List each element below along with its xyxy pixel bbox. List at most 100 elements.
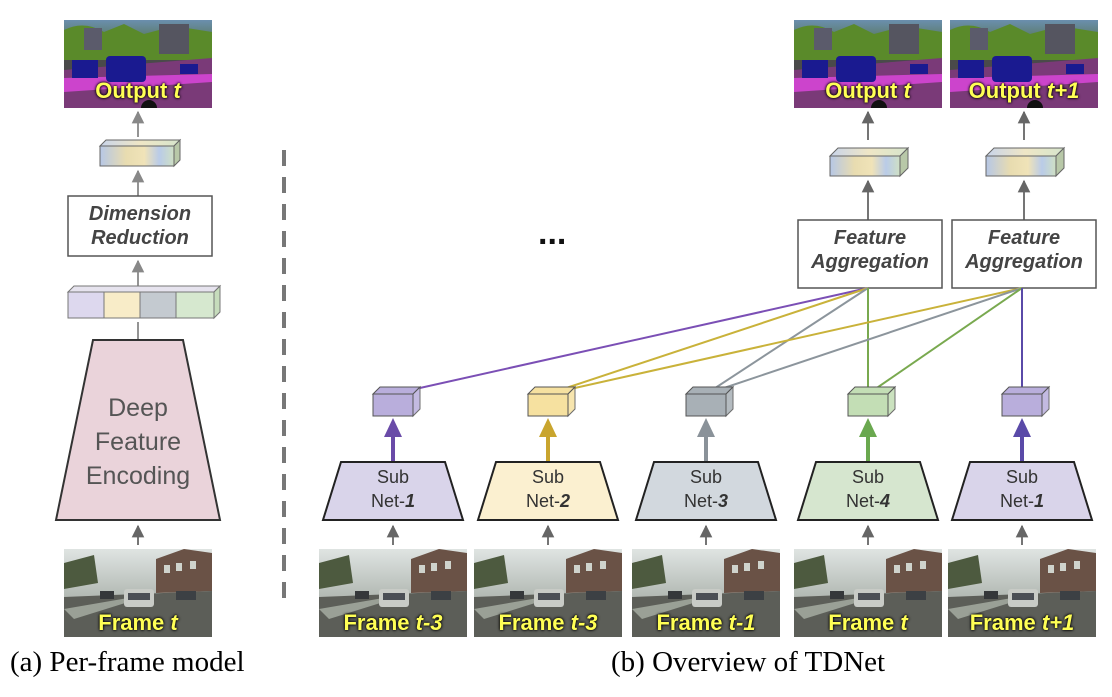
frame-label-var-4: t [900, 610, 908, 635]
frame-label-prefix-2: Frame [498, 610, 565, 635]
dimension-reduction-line2: Reduction [91, 227, 189, 249]
deep-encoder-label: Deep Feature Encoding [56, 391, 220, 493]
frame-label-5: Frame t+1 [948, 610, 1096, 636]
feature-cube-top-3 [684, 386, 735, 395]
subnet-shape-2 [476, 461, 620, 521]
feature-cube-top-4 [846, 386, 897, 395]
dimension-reduction-box [67, 195, 213, 257]
subnet-arrow-head-2 [539, 418, 557, 437]
output-label-left-var: t [173, 78, 181, 103]
subnet-label-num-2: 2 [560, 491, 571, 511]
output-label-t-prefix: Output [825, 78, 898, 103]
frame-label-prefix-3: Frame [656, 610, 723, 635]
subnet-arrow-head-5 [1013, 418, 1031, 437]
subnet-label-num-1: 1 [405, 491, 416, 511]
link-subnet4-to-agg-t1 [867, 287, 1023, 395]
concatenated-features [66, 284, 222, 320]
feature-aggregation-t-line1: Feature [833, 227, 907, 249]
subnet-arrow-head-3 [697, 418, 715, 437]
output-label-t1: Output t+1 [950, 78, 1098, 104]
subnet-label-prefix-1: Net- [370, 491, 405, 511]
subnet-label-prefix-2: Net- [525, 491, 560, 511]
subnet-label-line1-2: Sub [531, 467, 565, 487]
subnet-column-2 [474, 385, 622, 637]
right-panel [319, 20, 1098, 637]
output-label-t1-var: t+1 [1046, 78, 1080, 103]
subnet-label-line1-3: Sub [689, 467, 723, 487]
subnet-layer [319, 385, 1096, 637]
frame-label-var-2: t-3 [570, 610, 598, 635]
output-label-t-var: t [903, 78, 911, 103]
subnet-label-line2-5: Net-1 [952, 489, 1092, 513]
subnet-shape-1 [321, 461, 465, 521]
subnet-label-line2-2: Net-2 [478, 489, 618, 513]
output-label-t: Output t [794, 78, 942, 104]
link-subnet1-to-agg-t [392, 287, 869, 395]
frame-label-2: Frame t-3 [474, 610, 622, 636]
output-label-t1-prefix: Output [968, 78, 1041, 103]
subnet-column-5 [948, 385, 1096, 637]
subnet-label-num-3: 3 [718, 491, 729, 511]
subnet-shape-3 [634, 461, 778, 521]
feature-cube-3 [685, 393, 727, 417]
subnet-column-4 [794, 385, 942, 637]
feature-cube-2 [527, 393, 569, 417]
subnet-shape-4 [796, 461, 940, 521]
subnet-label-line2-3: Net-3 [636, 489, 776, 513]
subnet-label-num-4: 4 [880, 491, 891, 511]
frame-label-4: Frame t [794, 610, 942, 636]
frame-label-3: Frame t-1 [632, 610, 780, 636]
frame-label-left: Frame t [64, 610, 212, 636]
frame-label-1: Frame t-3 [319, 610, 467, 636]
frame-label-prefix-4: Frame [828, 610, 895, 635]
frame-label-left-var: t [170, 610, 178, 635]
caption-right: (b) Overview of TDNet [611, 646, 886, 678]
deep-feature-encoder [54, 339, 222, 521]
frame-label-var-1: t-3 [415, 610, 443, 635]
subnet-label-prefix-4: Net- [845, 491, 880, 511]
subnet-label-line1-5: Sub [1005, 467, 1039, 487]
subnet-label-num-5: 1 [1034, 491, 1045, 511]
ellipsis: ... [538, 214, 567, 252]
subnet-column-3 [632, 385, 780, 637]
subnet-arrow-head-1 [384, 418, 402, 437]
dimension-reduction-label: Dimension Reduction [68, 202, 212, 250]
subnet-arrow-head-4 [859, 418, 877, 437]
subnet-label-line2-1: Net-1 [323, 489, 463, 513]
caption-left: (a) Per-frame model [10, 646, 245, 678]
subnet-shape-5 [950, 461, 1094, 521]
reduced-feature-cube-left [98, 138, 182, 168]
subnet-label-prefix-3: Net- [683, 491, 718, 511]
feature-cube-top-5 [1000, 386, 1051, 395]
feature-aggregation-label-t: Feature Aggregation [798, 226, 942, 274]
feature-aggregation-t1-line2: Aggregation [965, 251, 1083, 273]
output-label-left-prefix: Output [95, 78, 168, 103]
subnet-label-line1-1: Sub [376, 467, 410, 487]
subnet-column-1 [319, 385, 467, 637]
frame-label-prefix-5: Frame [969, 610, 1036, 635]
link-subnet2-to-agg-t1 [547, 287, 1023, 395]
output-label-left: Output t [64, 78, 212, 104]
subnet-label-line2-4: Net-4 [798, 489, 938, 513]
dimension-reduction-line1: Dimension [88, 203, 192, 225]
deep-encoder-line1: Deep [108, 394, 168, 422]
feature-aggregation-t1-line1: Feature [987, 227, 1061, 249]
feature-aggregation-box-t [797, 219, 943, 289]
feature-aggregation-box-t1 [951, 219, 1097, 289]
subnet-label-line1-4: Sub [851, 467, 885, 487]
feature-aggregation-label-t1: Feature Aggregation [952, 226, 1096, 274]
link-subnet2-to-agg-t [547, 287, 869, 395]
aggregated-feature-cube-t1 [984, 146, 1066, 178]
feature-aggregation-t-line2: Aggregation [811, 251, 929, 273]
feature-cube-top-2 [526, 386, 577, 395]
left-panel [54, 20, 222, 637]
feature-cube-1 [372, 393, 414, 417]
subnet-label-prefix-5: Net- [999, 491, 1034, 511]
